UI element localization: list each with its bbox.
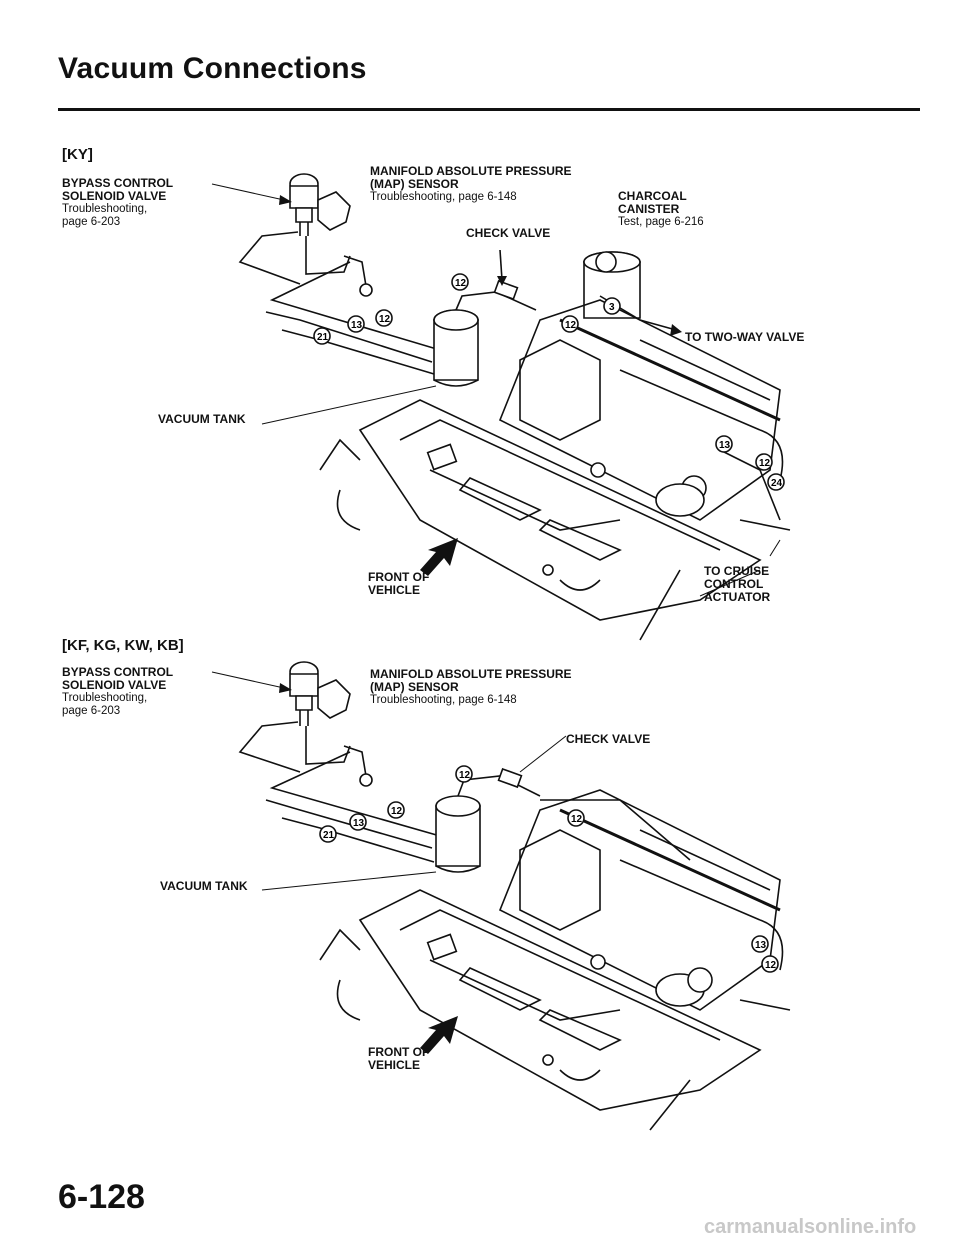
map-sensor-label-2: MANIFOLD ABSOLUTE PRESSURE (MAP) SENSOR … [370, 667, 572, 707]
front-of-vehicle-label: FRONT OF VEHICLE [368, 570, 430, 597]
hose-12-g: 12 [571, 814, 583, 825]
variant-label: [KY] [62, 146, 93, 163]
page-title: Vacuum Connections [58, 52, 367, 85]
hose-12-h: 12 [765, 960, 777, 971]
hose-3-a: 3 [609, 302, 615, 313]
hose-12-b: 12 [379, 314, 391, 325]
cruise-control-label: TO CRUISE CONTROL ACTUATOR [704, 564, 771, 604]
map-sensor-label: MANIFOLD ABSOLUTE PRESSURE (MAP) SENSOR … [370, 164, 572, 204]
vacuum-tank-icon [434, 310, 478, 386]
hose-12-d: 12 [759, 458, 771, 469]
bypass-solenoid-icon-2 [290, 662, 350, 726]
two-way-valve-label: TO TWO-WAY VALVE [685, 330, 805, 344]
hose-12-e: 12 [459, 770, 471, 781]
front-arrow-icon-2 [420, 1016, 458, 1054]
page-number: 6-128 [58, 1178, 145, 1216]
hose-13-a: 13 [351, 320, 363, 331]
bypass-solenoid-label-2: BYPASS CONTROL SOLENOID VALVE Troublesho… [62, 665, 174, 718]
check-valve-icon-2 [499, 769, 522, 787]
front-arrow-icon [420, 538, 458, 576]
vacuum-tank-label-2: VACUUM TANK [160, 879, 248, 893]
check-valve-label-2: CHECK VALVE [566, 732, 651, 746]
variant-label-2: [KF, KG, KW, KB] [62, 637, 184, 654]
hose-12-f: 12 [391, 806, 403, 817]
engine-block-icon [320, 300, 790, 640]
engine-block-icon-2 [320, 790, 790, 1130]
hose-12-a: 12 [455, 278, 467, 289]
title-rule [58, 108, 920, 111]
hose-13-c: 13 [353, 818, 365, 829]
hose-24-a: 24 [771, 478, 783, 489]
front-of-vehicle-label-2: FRONT OF VEHICLE [368, 1045, 430, 1072]
hose-12-c: 12 [565, 320, 577, 331]
check-valve-icon [495, 250, 518, 299]
hose-13-d: 13 [755, 940, 767, 951]
hose-13-b: 13 [719, 440, 731, 451]
vacuum-tank-label: VACUUM TANK [158, 412, 246, 426]
site-watermark: carmanualsonline.info [704, 1216, 917, 1238]
hose-21-a: 21 [317, 332, 329, 343]
bypass-solenoid-label: BYPASS CONTROL SOLENOID VALVE Troublesho… [62, 176, 174, 229]
vacuum-tank-icon-2 [436, 796, 480, 872]
hose-21-b: 21 [323, 830, 335, 841]
charcoal-canister-label: CHARCOAL CANISTER Test, page 6-216 [618, 189, 704, 229]
bypass-solenoid-icon [290, 174, 350, 236]
check-valve-label: CHECK VALVE [466, 226, 551, 240]
